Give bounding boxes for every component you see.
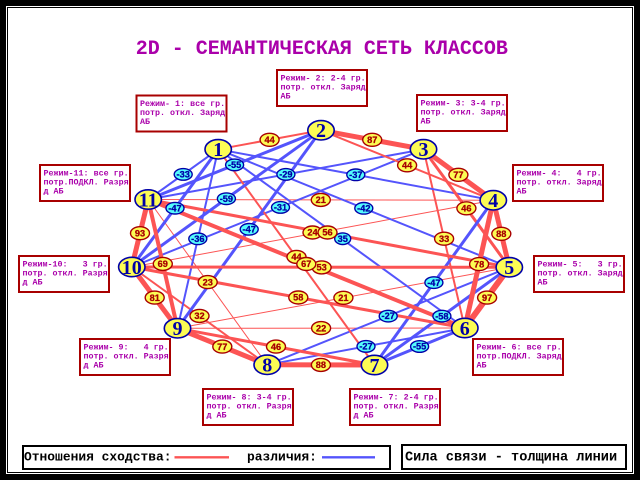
svg-text:88: 88 xyxy=(496,229,506,239)
svg-text:Режим-10: 3 гр.: Режим-10: 3 гр. xyxy=(23,260,108,270)
svg-text:44: 44 xyxy=(264,135,275,145)
svg-text:потр. откл. Заряд: потр. откл. Заряд xyxy=(538,269,623,279)
svg-text:87: 87 xyxy=(367,135,377,145)
svg-text:Режим- 3: 3-4 гр.: Режим- 3: 3-4 гр. xyxy=(421,99,506,109)
svg-text:Режим- 8: 3-4 гр.: Режим- 8: 3-4 гр. xyxy=(207,393,292,403)
svg-text:44: 44 xyxy=(402,161,413,171)
svg-text:потр. откл. Заряд: потр. откл. Заряд xyxy=(140,108,225,118)
svg-text:Отношения сходства:: Отношения сходства: xyxy=(24,450,172,465)
svg-text:7: 7 xyxy=(370,355,380,377)
svg-text:21: 21 xyxy=(316,195,326,205)
svg-text:Режим- 6: все гр.: Режим- 6: все гр. xyxy=(477,343,562,353)
svg-text:-42: -42 xyxy=(357,204,370,214)
svg-text:д АБ: д АБ xyxy=(354,411,374,421)
svg-text:3: 3 xyxy=(419,139,429,161)
svg-text:24: 24 xyxy=(307,228,318,238)
svg-text:-29: -29 xyxy=(279,170,292,180)
svg-text:9: 9 xyxy=(173,318,183,340)
svg-text:53: 53 xyxy=(316,263,326,273)
svg-text:потр. откл. Разря: потр. откл. Разря xyxy=(84,352,169,362)
svg-text:22: 22 xyxy=(316,323,326,333)
svg-text:д АБ: д АБ xyxy=(44,187,64,197)
svg-text:АБ: АБ xyxy=(281,92,291,102)
svg-text:Режим- 1: все гр.: Режим- 1: все гр. xyxy=(140,99,225,109)
svg-text:44: 44 xyxy=(291,252,302,262)
svg-text:потр.ПОДКЛ. Разря: потр.ПОДКЛ. Разря xyxy=(44,178,129,188)
svg-text:-47: -47 xyxy=(168,203,181,213)
svg-text:33: 33 xyxy=(439,234,449,244)
svg-text:5: 5 xyxy=(504,257,514,279)
svg-text:10: 10 xyxy=(122,257,142,279)
svg-text:Режим- 7: 2-4 гр.: Режим- 7: 2-4 гр. xyxy=(354,393,439,403)
svg-text:потр. откл. Заряд: потр. откл. Заряд xyxy=(421,108,506,118)
svg-text:-33: -33 xyxy=(177,170,190,180)
svg-text:АБ: АБ xyxy=(421,117,431,127)
svg-text:потр. откл. Разря: потр. откл. Разря xyxy=(207,402,292,412)
svg-text:АБ: АБ xyxy=(517,187,527,197)
svg-text:8: 8 xyxy=(262,355,272,377)
svg-text:АБ: АБ xyxy=(140,117,150,127)
svg-text:-37: -37 xyxy=(349,170,362,180)
svg-text:Режим- 9: 4 гр.: Режим- 9: 4 гр. xyxy=(84,343,169,353)
svg-text:-27: -27 xyxy=(359,342,372,352)
svg-text:потр.ПОДКЛ. Заряд: потр.ПОДКЛ. Заряд xyxy=(477,352,562,362)
svg-text:АБ: АБ xyxy=(538,278,548,288)
svg-text:46: 46 xyxy=(461,204,471,214)
svg-text:-27: -27 xyxy=(382,311,395,321)
svg-text:78: 78 xyxy=(474,259,484,269)
svg-text:35: 35 xyxy=(338,234,348,244)
svg-text:69: 69 xyxy=(158,259,168,269)
svg-text:-59: -59 xyxy=(220,194,233,204)
svg-text:-58: -58 xyxy=(435,311,448,321)
svg-text:д АБ: д АБ xyxy=(84,361,104,371)
svg-text:77: 77 xyxy=(217,342,227,352)
svg-text:-55: -55 xyxy=(413,342,426,352)
svg-text:23: 23 xyxy=(203,277,213,287)
svg-text:67: 67 xyxy=(301,259,311,269)
svg-text:4: 4 xyxy=(488,190,498,212)
svg-text:97: 97 xyxy=(482,293,492,303)
svg-text:1: 1 xyxy=(213,139,223,161)
svg-text:-31: -31 xyxy=(274,203,287,213)
svg-text:различия:: различия: xyxy=(247,450,317,465)
svg-text:2D - СЕМАНТИЧЕСКАЯ СЕТЬ КЛАССО: 2D - СЕМАНТИЧЕСКАЯ СЕТЬ КЛАССОВ xyxy=(136,38,508,61)
svg-text:2: 2 xyxy=(316,120,326,142)
svg-text:Режим- 4: 4 гр.: Режим- 4: 4 гр. xyxy=(517,169,602,179)
svg-text:-47: -47 xyxy=(427,278,440,288)
svg-text:потр. откл. Разря: потр. откл. Разря xyxy=(354,402,439,412)
svg-text:21: 21 xyxy=(338,293,348,303)
svg-text:93: 93 xyxy=(135,228,145,238)
svg-text:Режим-11: все гр.: Режим-11: все гр. xyxy=(44,169,129,179)
svg-text:88: 88 xyxy=(316,360,326,370)
svg-text:-47: -47 xyxy=(243,225,256,235)
svg-text:потр. откл. Заряд: потр. откл. Заряд xyxy=(281,83,366,93)
svg-text:Сила связи - толщина линии: Сила связи - толщина линии xyxy=(405,450,617,465)
svg-text:-55: -55 xyxy=(228,160,241,170)
svg-text:потр. откл. Разря: потр. откл. Разря xyxy=(23,269,108,279)
svg-text:46: 46 xyxy=(271,342,281,352)
svg-text:АБ: АБ xyxy=(477,361,487,371)
svg-text:Режим- 5: 3 гр.: Режим- 5: 3 гр. xyxy=(538,260,623,270)
svg-text:77: 77 xyxy=(453,170,463,180)
svg-text:81: 81 xyxy=(150,293,160,303)
svg-text:58: 58 xyxy=(293,293,303,303)
svg-text:11: 11 xyxy=(139,189,158,211)
svg-text:потр. откл. Заряд: потр. откл. Заряд xyxy=(517,178,602,188)
svg-text:6: 6 xyxy=(460,318,470,340)
svg-text:д АБ: д АБ xyxy=(23,278,43,288)
svg-text:д АБ: д АБ xyxy=(207,411,227,421)
svg-text:Режим- 2: 2-4 гр.: Режим- 2: 2-4 гр. xyxy=(281,74,366,84)
svg-text:56: 56 xyxy=(322,228,332,238)
svg-text:-36: -36 xyxy=(191,234,204,244)
svg-text:32: 32 xyxy=(194,311,204,321)
